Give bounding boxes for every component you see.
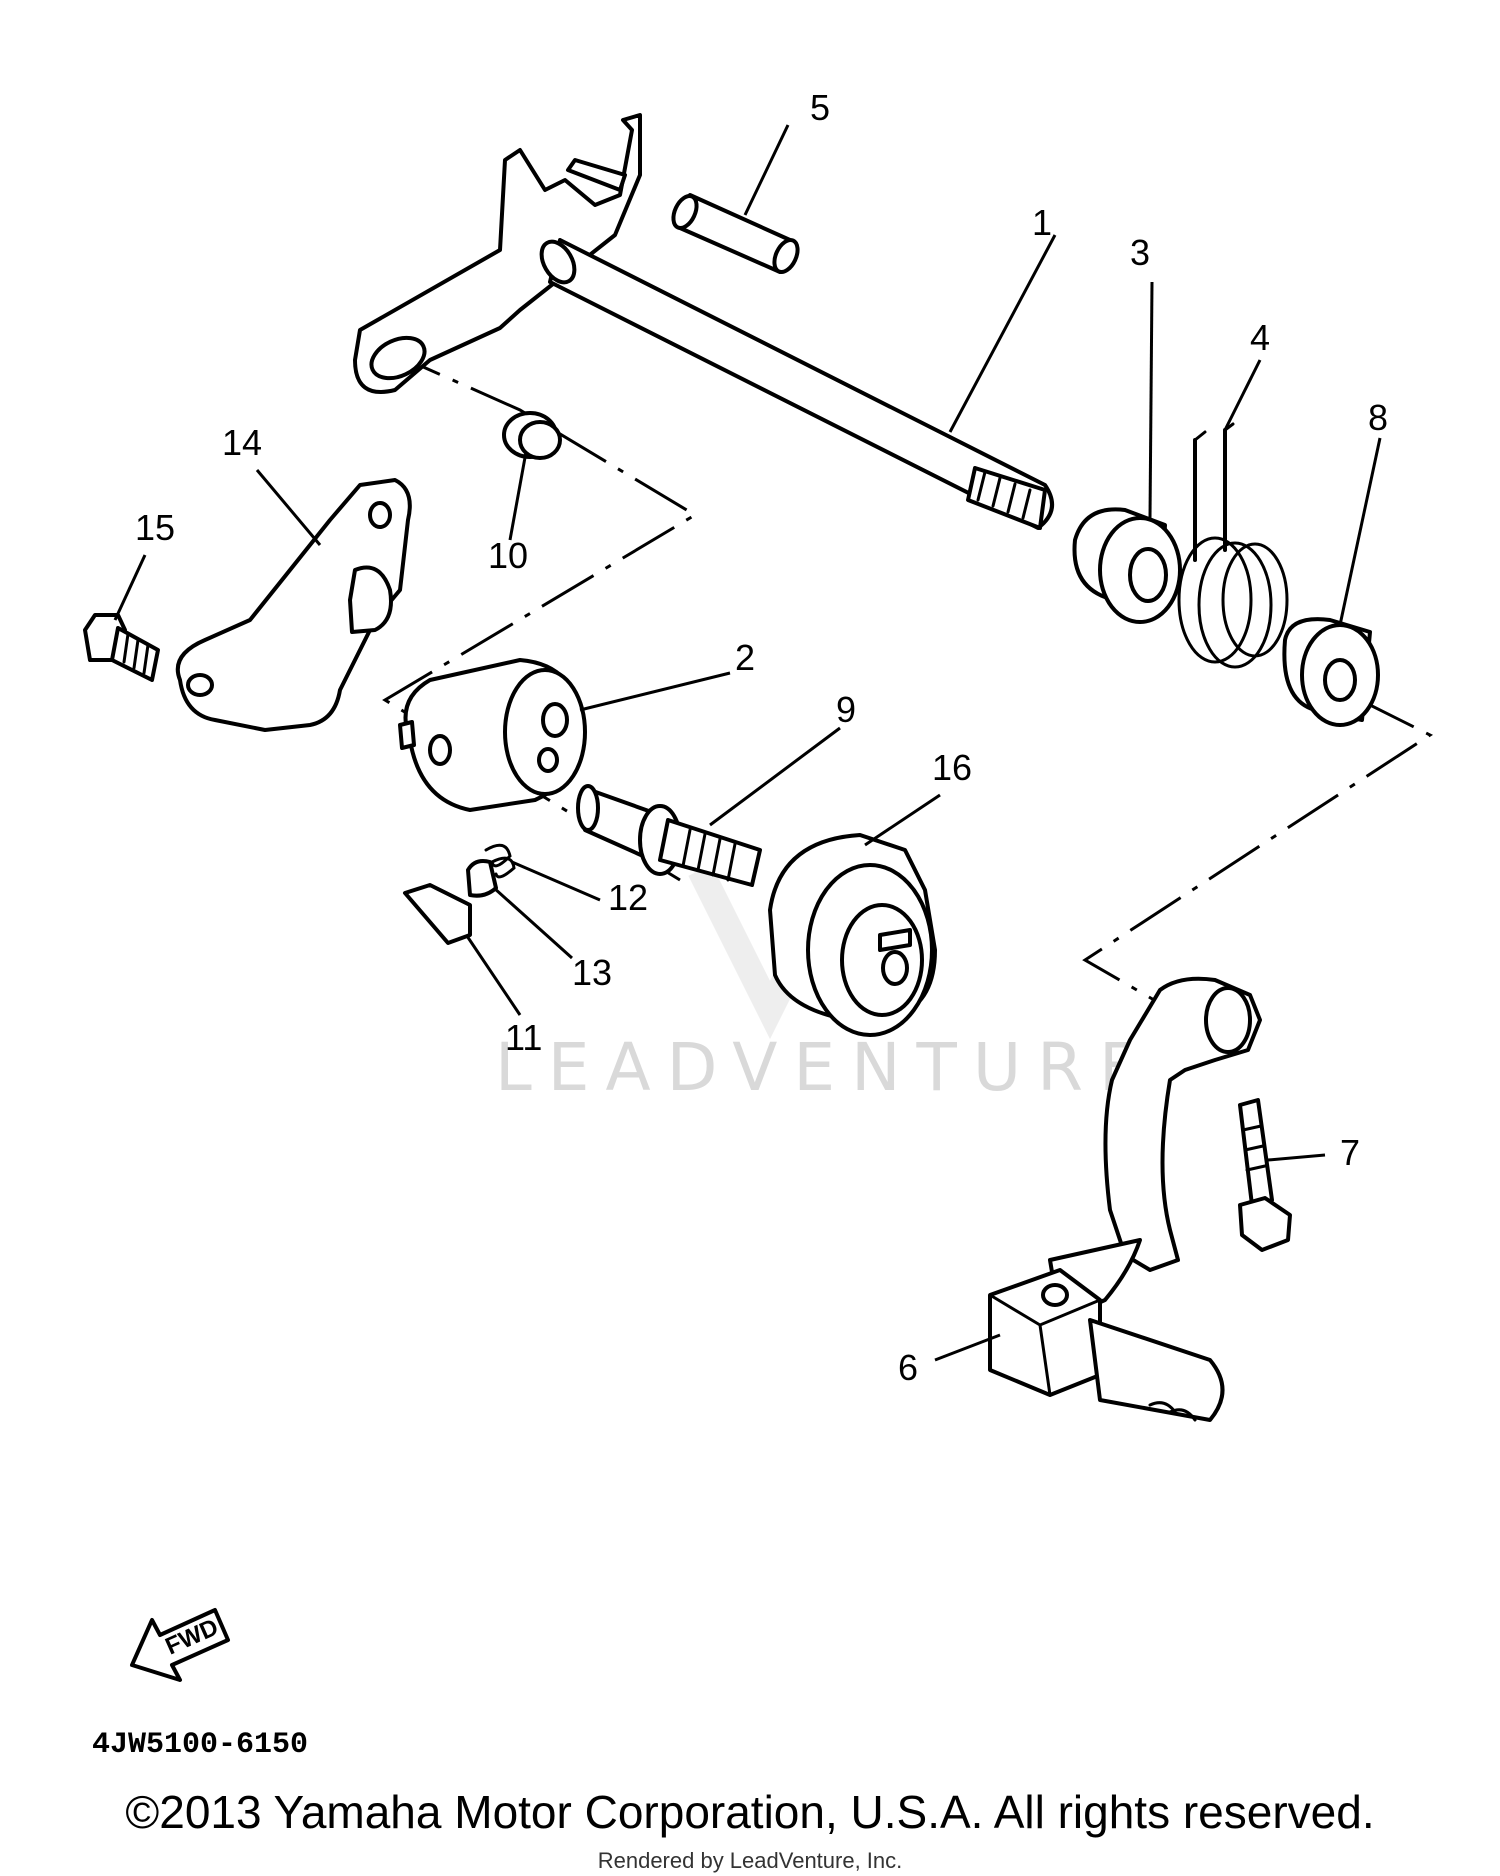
callout-11: 11 xyxy=(505,1017,542,1058)
diagram-code: 4JW5100-6150 xyxy=(92,1728,308,1762)
callout-7: 7 xyxy=(1340,1132,1360,1173)
callout-14: 14 xyxy=(222,422,262,463)
part-8-collar xyxy=(1282,617,1380,727)
part-15-bolt xyxy=(83,613,160,682)
callout-4: 4 xyxy=(1250,317,1270,358)
assembly-line-right xyxy=(1082,698,1434,1017)
part-4-torsion-spring xyxy=(1177,422,1289,669)
callout-2: 2 xyxy=(735,637,755,678)
callout-12: 12 xyxy=(608,877,648,918)
part-2-segment xyxy=(398,658,587,812)
part-10-collar xyxy=(502,411,562,460)
callout-15: 15 xyxy=(135,507,175,548)
callout-9: 9 xyxy=(836,689,856,730)
part-11-pawl xyxy=(403,883,472,945)
part-9-stud-bolt xyxy=(576,784,762,887)
part-5-pin xyxy=(671,193,800,274)
part-3-collar xyxy=(1072,507,1182,624)
fwd-arrow-icon: FWD xyxy=(130,1608,230,1682)
callout-16: 16 xyxy=(932,747,972,788)
part-13-pin xyxy=(466,859,498,898)
callout-3: 3 xyxy=(1130,232,1150,273)
part-7-bolt xyxy=(1238,1098,1292,1252)
part-6-shift-pedal xyxy=(988,976,1262,1422)
callout-8: 8 xyxy=(1368,397,1388,438)
callout-13: 13 xyxy=(572,952,612,993)
watermark-text: LEADVENTURE xyxy=(495,1029,1157,1106)
part-14-stopper-lever xyxy=(175,478,412,732)
callout-6: 6 xyxy=(898,1347,918,1388)
callout-10: 10 xyxy=(488,535,528,576)
part-16-shift-cam xyxy=(768,833,937,1037)
callout-1: 1 xyxy=(1032,202,1052,243)
leader-lines xyxy=(113,124,1382,1362)
copyright-notice: ©2013 Yamaha Motor Corporation, U.S.A. A… xyxy=(125,1786,1375,1838)
callout-5: 5 xyxy=(810,87,830,128)
rendered-by-notice: Rendered by LeadVenture, Inc. xyxy=(597,1848,903,1873)
part-1-shift-shaft xyxy=(353,113,1054,530)
